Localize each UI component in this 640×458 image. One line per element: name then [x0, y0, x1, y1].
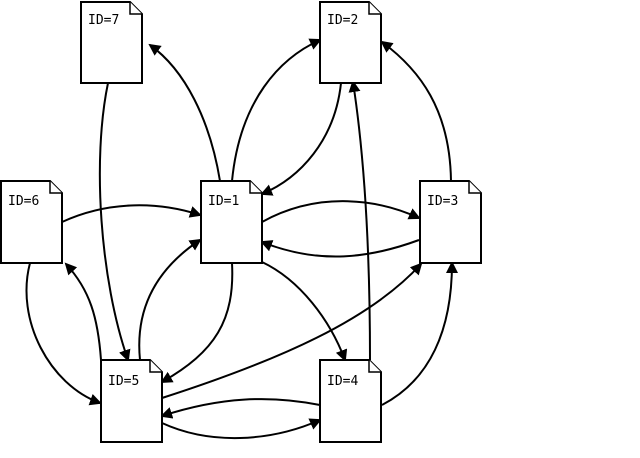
edges-layer	[25, 38, 458, 440]
node-id-2: ID=2	[319, 1, 382, 84]
edge-5-to-6	[64, 262, 102, 361]
node-id-5: ID=5	[100, 359, 163, 443]
node-id-4: ID=4	[319, 359, 382, 443]
node-label: ID=2	[327, 13, 358, 28]
edge-1-to-7	[148, 43, 221, 182]
node-id-7: ID=7	[80, 1, 143, 84]
node-label: ID=1	[208, 194, 239, 209]
edge-1-to-3	[261, 200, 421, 223]
edge-4-to-3	[381, 261, 458, 406]
edge-6-to-1	[61, 204, 202, 223]
edge-3-to-2	[380, 40, 452, 182]
node-id-1: ID=1	[200, 180, 263, 264]
nodes-layer: ID=7 ID=2 ID=6 ID=1	[0, 1, 482, 443]
edge-1-to-4	[261, 261, 348, 362]
edge-1-to-5	[160, 262, 234, 383]
edge-5-to-1	[138, 238, 202, 361]
node-label: ID=5	[108, 374, 139, 389]
node-label: ID=6	[8, 194, 39, 209]
node-label: ID=4	[327, 374, 358, 389]
edge-7-to-5	[98, 82, 131, 362]
edge-2-to-1	[260, 82, 342, 196]
edge-3-to-1	[260, 239, 420, 258]
edge-5-to-3	[161, 262, 423, 399]
edge-4-to-5	[160, 398, 321, 419]
node-label: ID=3	[427, 194, 458, 209]
node-id-6: ID=6	[0, 180, 63, 264]
edge-6-to-5	[25, 262, 102, 406]
edge-4-to-2	[348, 80, 371, 361]
edge-5-to-4	[161, 418, 322, 440]
node-id-3: ID=3	[419, 180, 482, 264]
node-label: ID=7	[88, 13, 119, 28]
edge-1-to-2	[231, 38, 322, 182]
